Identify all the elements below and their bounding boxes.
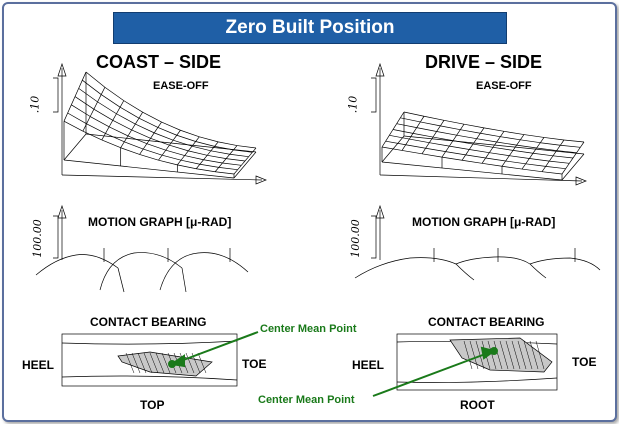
coast-center-mean-point [168, 360, 176, 368]
drive-ease-scale: .10 [346, 95, 360, 114]
coast-motion-graph [35, 204, 249, 293]
coast-bottom-label: TOP [140, 398, 165, 412]
title-banner: Zero Built Position [113, 12, 507, 44]
coast-heel-label: HEEL [22, 358, 55, 372]
coast-cmp-arrow [177, 331, 259, 363]
coast-contact-bearing [61, 333, 238, 387]
drive-cmp-label: Center Mean Point [258, 394, 355, 406]
coast-ease-scale: .10 [28, 95, 42, 114]
drive-contact-patch [449, 337, 553, 373]
drive-motion-label: MOTION GRAPH [μ-RAD] [412, 215, 556, 229]
coast-side-title: COAST – SIDE [96, 52, 222, 72]
coast-ease-off-axes [53, 62, 267, 185]
coast-motion-scale: 100.00 [30, 219, 44, 258]
drive-ease-off-label: EASE-OFF [476, 80, 532, 92]
drive-toe-label: TOE [572, 355, 597, 369]
coast-motion-label: MOTION GRAPH [μ-RAD] [88, 215, 232, 229]
drive-cmp-arrow [372, 352, 489, 397]
drive-ease-off-axes [371, 62, 587, 186]
figure-title: Zero Built Position [225, 17, 395, 38]
coast-contact-label: CONTACT BEARING [90, 315, 207, 329]
drive-bottom-label: ROOT [460, 398, 495, 412]
drive-heel-label: HEEL [352, 358, 385, 372]
drive-contact-label: CONTACT BEARING [428, 315, 545, 329]
drive-motion-graph [354, 204, 601, 281]
coast-toe-label: TOE [242, 357, 267, 371]
coast-ease-off-label: EASE-OFF [153, 80, 209, 92]
drive-ease-off-surface [381, 111, 585, 181]
drive-center-mean-point [490, 347, 498, 355]
coast-cmp-label: Center Mean Point [260, 323, 357, 335]
coast-ease-off-surface [63, 71, 257, 179]
drive-side-title: DRIVE – SIDE [425, 52, 543, 72]
drive-motion-scale: 100.00 [348, 219, 362, 258]
